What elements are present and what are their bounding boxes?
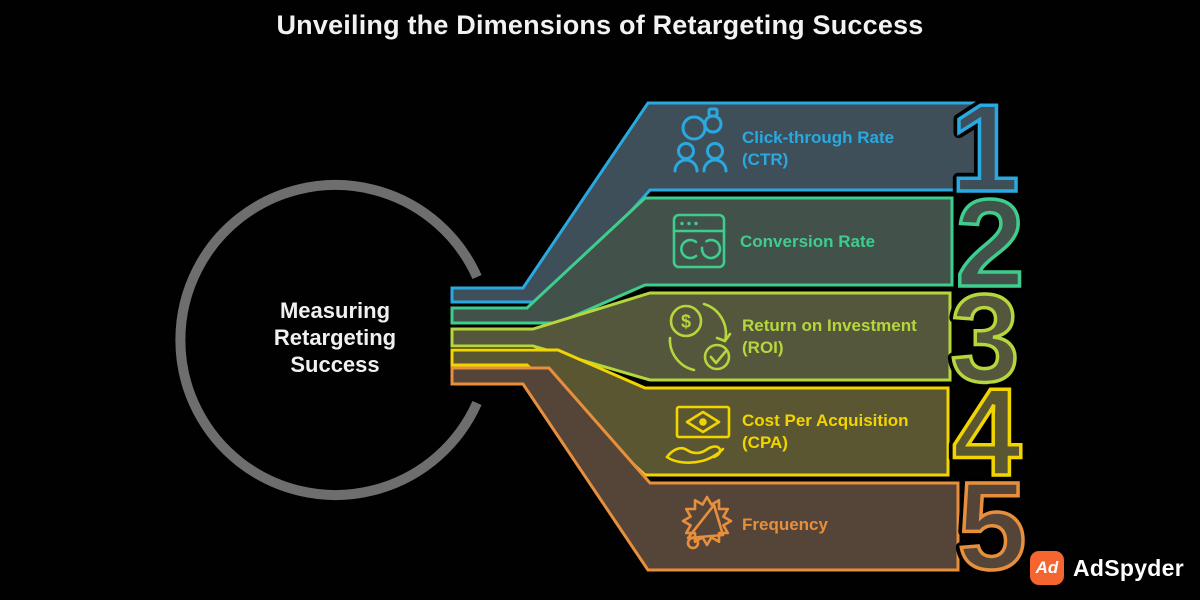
- center-line-1: Measuring: [279, 298, 391, 323]
- band-5-number-outline: 5: [958, 458, 1027, 596]
- megaphone-badge-icon: [681, 495, 733, 550]
- roi-cycle-icon: $: [668, 302, 732, 372]
- band-5-label: Frequency: [742, 515, 829, 534]
- band-1-label: Click-through Rate: [742, 128, 894, 147]
- band-5-number: 5: [958, 458, 1027, 596]
- money-hand-icon: [665, 405, 731, 464]
- band-3-label: Return on Investment: [742, 316, 917, 335]
- band-1-shape: [450, 101, 984, 304]
- band-4-label: Cost Per Acquisition: [742, 411, 909, 430]
- center-ring: [175, 180, 482, 500]
- dollar-sign: $: [681, 312, 691, 332]
- band-3-number-outline: 3: [951, 270, 1020, 408]
- users-rings-icon: [673, 107, 728, 173]
- band-2-number: 2: [956, 175, 1025, 313]
- band-numbers: 1 1 2 2 3 3 4 4 5 5: [945, 75, 1032, 600]
- band-4-label-line2: (CPA): [742, 433, 788, 452]
- band-1-number: 1: [951, 80, 1020, 218]
- band-3-label-line2: (ROI): [742, 338, 784, 357]
- band-3-number: 3: [951, 270, 1020, 408]
- band-5-shape: [450, 366, 960, 572]
- adspyder-logo-icon: Ad: [1029, 551, 1064, 585]
- center-line-2: Retargeting: [273, 325, 397, 350]
- page-title: Unveiling the Dimensions of Retargeting …: [276, 10, 924, 40]
- center-line-3: Success: [290, 352, 380, 377]
- browser-conversion-icon: [672, 213, 726, 269]
- band-2-number-outline: 2: [956, 175, 1025, 313]
- adspyder-logo: Ad AdSpyder: [1029, 551, 1184, 585]
- adspyder-logo-text: AdSpyder: [1072, 554, 1184, 581]
- band-1-label-line2: (CTR): [742, 150, 788, 169]
- band-4-number-outline: 4: [953, 364, 1022, 502]
- band-2-label: Conversion Rate: [740, 232, 875, 251]
- band-4-number: 4: [953, 364, 1022, 502]
- center-circle-label: Measuring Retargeting Success: [185, 297, 485, 378]
- band-1-number-outline: 1: [951, 80, 1020, 218]
- band-2-shape: [450, 196, 954, 325]
